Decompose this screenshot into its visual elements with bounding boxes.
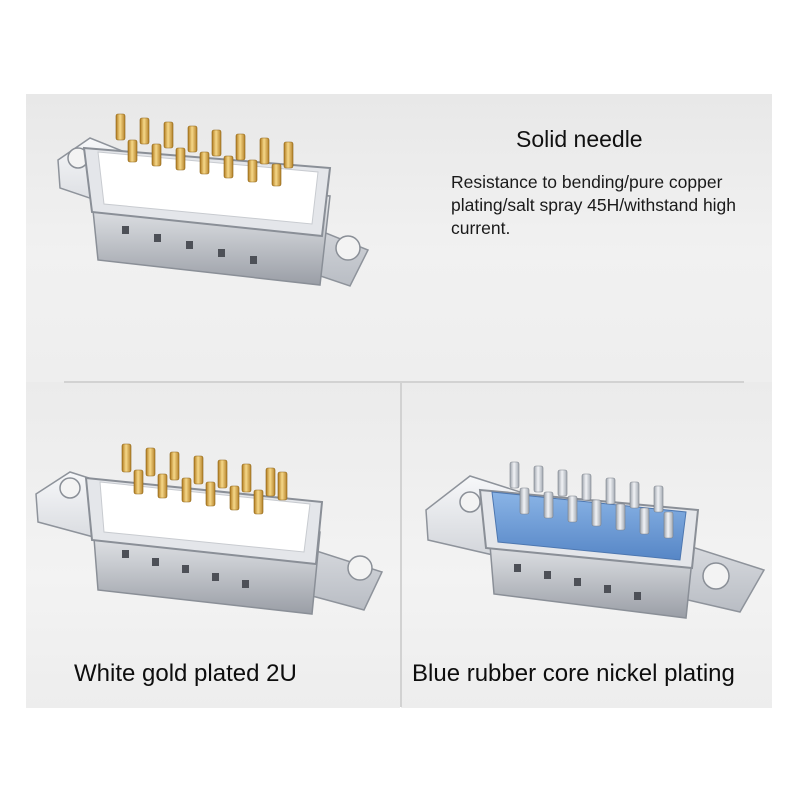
feature-title: Solid needle — [516, 126, 643, 152]
solid-needle-connector-image — [57, 113, 370, 287]
feature-description: Resistance to bending/pure copper platin… — [451, 172, 737, 238]
white-gold-caption: White gold plated 2U — [74, 660, 297, 687]
vertical-divider — [400, 383, 402, 707]
white-gold-plated-connector-image — [35, 443, 384, 615]
horizontal-divider — [64, 381, 744, 383]
blue-rubber-core-caption: Blue rubber core nickel plating — [412, 660, 735, 687]
blue-rubber-core-connector-image — [425, 461, 766, 619]
